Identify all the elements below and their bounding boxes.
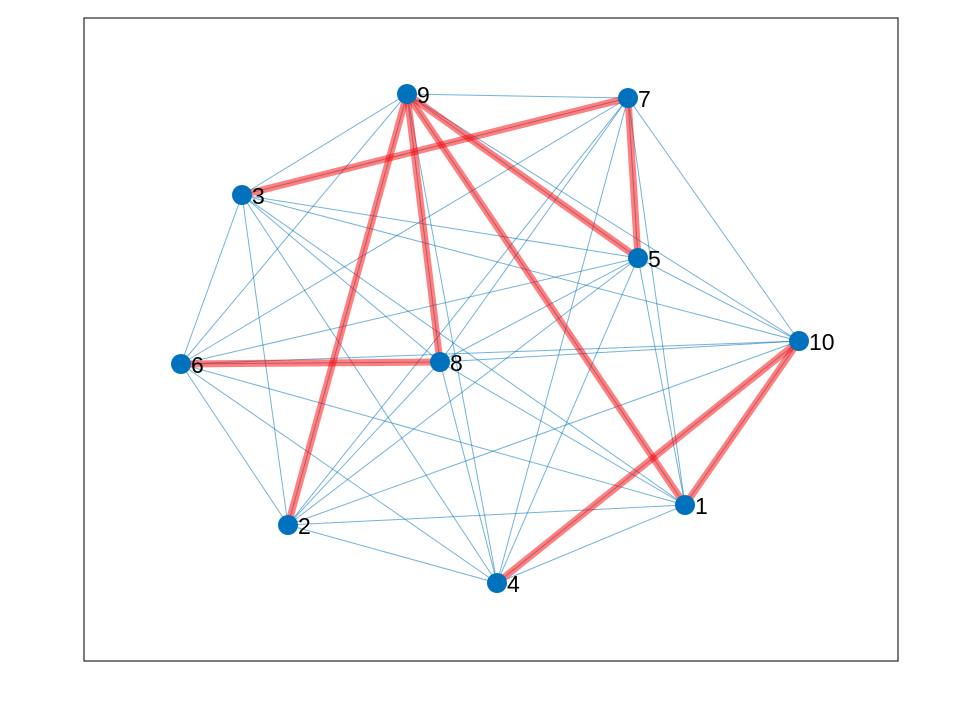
- edge-5-10: [637, 257, 800, 342]
- node-label-5: 5: [648, 246, 661, 272]
- node-8: [430, 352, 450, 372]
- edge-5-6: [180, 257, 639, 365]
- edge-2-10: [287, 340, 800, 526]
- highlighted-path-layer: [177, 90, 803, 587]
- node-label-10: 10: [809, 329, 835, 355]
- node-label-1: 1: [695, 493, 708, 519]
- node-label-layer: 1 2 3 4 5 6 7 8 9 10: [191, 82, 835, 597]
- edge-7-9: [406, 93, 629, 99]
- edge-1-5: [637, 257, 686, 506]
- edge-2-5: [287, 257, 639, 526]
- highlighted-edge-7-5: [624, 94, 642, 262]
- highlighted-edge-3-7: [238, 94, 632, 199]
- node-4: [487, 573, 507, 593]
- highlighted-edge-10-4: [493, 337, 803, 587]
- edge-1-4: [496, 504, 686, 584]
- edge-3-6: [180, 194, 243, 365]
- edge-1-6: [180, 363, 686, 506]
- edge-4-5: [496, 257, 639, 584]
- highlighted-edge-1-10: [681, 337, 803, 509]
- edge-4-9: [406, 93, 498, 584]
- edge-7-10: [627, 97, 800, 342]
- edge-3-8: [241, 194, 441, 363]
- node-10: [789, 331, 809, 351]
- edge-2-6: [180, 363, 289, 526]
- edge-4-8: [439, 361, 498, 584]
- edge-3-4: [241, 194, 498, 584]
- node-label-8: 8: [450, 350, 463, 376]
- edge-3-5: [241, 194, 639, 259]
- node-label-3: 3: [252, 183, 265, 209]
- node-layer: [171, 84, 809, 593]
- node-label-2: 2: [298, 513, 311, 539]
- edge-1-2: [287, 504, 686, 526]
- node-label-4: 4: [507, 571, 520, 597]
- node-7: [618, 88, 638, 108]
- edge-8-10: [439, 340, 800, 363]
- node-1: [675, 495, 695, 515]
- node-3: [232, 185, 252, 205]
- edge-5-8: [439, 257, 639, 363]
- edge-4-6: [180, 363, 498, 584]
- edge-2-7: [287, 97, 629, 526]
- node-6: [171, 354, 191, 374]
- edge-1-8: [439, 361, 686, 506]
- edge-2-8: [287, 361, 441, 526]
- node-label-9: 9: [417, 82, 430, 108]
- node-label-6: 6: [191, 352, 204, 378]
- node-2: [278, 515, 298, 535]
- edge-6-9: [180, 93, 408, 365]
- edge-3-9: [241, 93, 408, 196]
- node-9: [397, 84, 417, 104]
- highlighted-edge-8-6: [177, 358, 444, 368]
- node-5: [628, 248, 648, 268]
- highlighted-edge-9-2: [284, 90, 411, 529]
- edge-2-4: [287, 524, 498, 584]
- edge-6-7: [180, 97, 629, 365]
- node-label-7: 7: [638, 86, 651, 112]
- highlighted-edge-9-8: [403, 90, 444, 366]
- highlighted-edge-9-1: [403, 90, 689, 509]
- edge-7-8: [439, 97, 629, 363]
- axes-frame: [83, 17, 899, 662]
- edge-4-7: [496, 97, 629, 584]
- highlighted-edge-5-9: [403, 90, 642, 262]
